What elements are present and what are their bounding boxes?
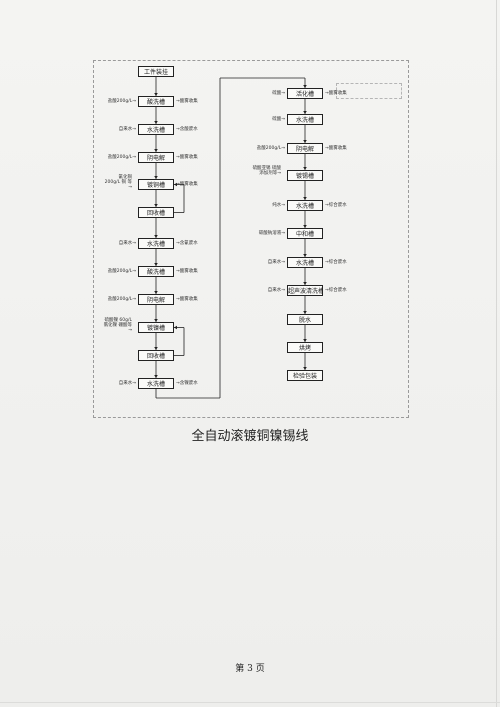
- flow-arrow-down: [303, 254, 307, 257]
- process-step-box: 工件装挂: [138, 66, 174, 77]
- recovery-loop-arrow: [174, 182, 177, 187]
- flow-arrow-down: [154, 347, 158, 350]
- output-emission-label: →含镍废水: [176, 380, 198, 386]
- process-step-box: 水洗槽: [287, 114, 323, 125]
- input-material-label: 碳酸钠溶液→: [258, 230, 285, 236]
- output-emission-label: →酸雾收集: [325, 90, 347, 96]
- process-step-box: 水洗槽: [287, 257, 323, 268]
- output-emission-label: →综合废水: [325, 287, 347, 293]
- input-material-label: 硫酸→: [272, 90, 285, 96]
- flow-arrow-down: [154, 176, 158, 179]
- recovery-loop-arrow: [174, 325, 177, 330]
- input-material-label: 自来水→: [267, 259, 285, 265]
- process-step-box: 水洗槽: [138, 378, 174, 389]
- flow-arrow-down: [154, 121, 158, 124]
- output-emission-label: →酸雾收集: [325, 145, 347, 151]
- flow-arrow-down: [154, 235, 158, 238]
- process-step-box: 水洗槽: [138, 124, 174, 135]
- flowchart-frame: [93, 60, 409, 418]
- input-material-label: 纯水→: [272, 202, 285, 208]
- input-material-label: 自来水→: [267, 287, 285, 293]
- flow-arrow-down: [303, 197, 307, 200]
- process-step-box: 回收槽: [138, 207, 174, 218]
- process-step-box: 酸洗槽: [138, 96, 174, 107]
- input-material-label: 盐酸200g/L→: [107, 154, 136, 160]
- process-step-box: 中和槽: [287, 228, 323, 239]
- output-emission-label: →酸雾收集: [176, 181, 198, 187]
- input-material-label: 自来水→: [118, 126, 136, 132]
- flow-arrow-down: [303, 167, 307, 170]
- input-material-label: 盐酸200g/L→: [107, 268, 136, 274]
- input-material-label: 盐酸200g/L→: [107, 98, 136, 104]
- flow-arrow-down: [154, 263, 158, 266]
- input-material-label: 盐酸200g/L→: [107, 296, 136, 302]
- input-material-label: 盐酸200g/L→: [256, 145, 285, 151]
- flow-arrow-down: [303, 367, 307, 370]
- process-step-box: 脱水: [287, 314, 323, 325]
- input-material-label: 自来水→: [118, 240, 136, 246]
- process-step-box: 阴电解: [138, 152, 174, 163]
- figure-caption: 全自动滚镀铜镍锡线: [191, 429, 309, 444]
- process-step-box: 水洗槽: [138, 238, 174, 249]
- process-step-box: 镀镍槽: [138, 322, 174, 333]
- process-step-box: 镀锡槽: [287, 170, 323, 181]
- output-emission-label: →综合废水: [325, 202, 347, 208]
- input-material-label: 硫酸镍 60g/L 氯化镍 硼酸等→: [103, 318, 132, 333]
- flow-arrow-down: [154, 319, 158, 322]
- flow-arrow-down: [303, 111, 307, 114]
- input-material-label: 硫酸亚锡 硫酸 添加剂等→: [252, 166, 281, 176]
- input-material-label: 硫酸→: [272, 116, 285, 122]
- flow-arrow-down: [303, 339, 307, 342]
- flow-arrow-down: [303, 282, 307, 285]
- process-step-box: 阴电解: [138, 294, 174, 305]
- flow-arrow-down: [303, 140, 307, 143]
- input-material-label: 氰化铜 200g/L 铜 等→: [104, 175, 132, 190]
- output-emission-label: →酸雾收集: [176, 296, 198, 302]
- output-emission-label: →酸雾收集: [176, 98, 198, 104]
- process-step-box: 检验包装: [287, 370, 323, 381]
- process-step-box: 回收槽: [138, 350, 174, 361]
- process-step-box: 活化槽: [287, 88, 323, 99]
- process-step-box: 烘烤: [287, 342, 323, 353]
- page-edge-bottom: [0, 702, 500, 703]
- flow-arrow-down: [303, 225, 307, 228]
- output-emission-label: →综合废水: [325, 259, 347, 265]
- output-emission-label: →含氰废水: [176, 240, 198, 246]
- output-emission-label: →含酸废水: [176, 126, 198, 132]
- process-step-box: 镀铜槽: [138, 179, 174, 190]
- column-connector-arrow: [303, 85, 307, 88]
- output-emission-label: →酸雾收集: [176, 154, 198, 160]
- page-edge-right: [496, 0, 497, 707]
- flow-arrow-down: [154, 204, 158, 207]
- flow-arrow-down: [154, 375, 158, 378]
- page-number: 第 3 页: [235, 664, 265, 674]
- input-material-label: 自来水→: [118, 380, 136, 386]
- process-step-box: 水洗槽: [287, 200, 323, 211]
- flow-arrow-down: [154, 291, 158, 294]
- flow-arrow-down: [154, 149, 158, 152]
- process-step-box: 阴电解: [287, 143, 323, 154]
- output-emission-label: →酸雾收集: [176, 268, 198, 274]
- flow-arrow-down: [154, 93, 158, 96]
- flowchart-note: [336, 83, 402, 99]
- process-step-box: 酸洗槽: [138, 266, 174, 277]
- process-step-box: 超声波清洗槽: [287, 285, 323, 296]
- flow-arrow-down: [303, 311, 307, 314]
